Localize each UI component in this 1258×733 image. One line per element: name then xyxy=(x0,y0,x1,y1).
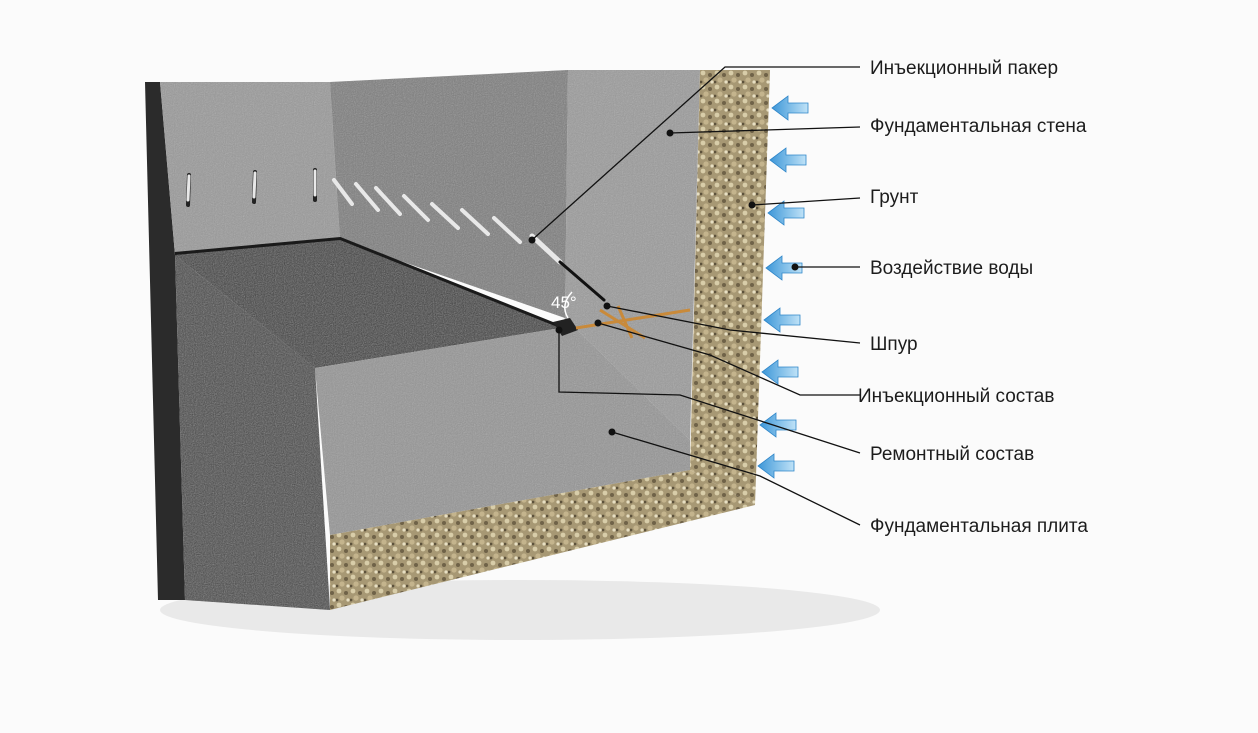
label-water-impact: Воздействие воды xyxy=(870,258,1034,279)
leader-dots xyxy=(528,129,799,436)
label-foundation-wall: Фундаментальная стена xyxy=(870,116,1087,137)
label-repair-compound: Ремонтный состав xyxy=(870,444,1035,465)
water-arrow-icon xyxy=(771,95,809,121)
middle-back-wall xyxy=(330,70,568,318)
water-arrow-icon xyxy=(757,453,795,479)
ground-gravel-bottom xyxy=(330,470,755,610)
ground-gravel-side xyxy=(690,70,770,505)
label-ground: Грунт xyxy=(870,187,919,208)
water-arrow-icon xyxy=(769,147,807,173)
angle-arc xyxy=(564,291,573,319)
left-back-wall xyxy=(160,82,340,255)
label-injection-compound: Инъекционный состав xyxy=(858,386,1055,407)
foundation-wall xyxy=(565,70,700,440)
water-arrows xyxy=(757,95,809,479)
slab-top xyxy=(175,240,560,368)
leader-foundation-wall xyxy=(669,126,861,134)
water-arrow-icon xyxy=(767,200,805,226)
water-arrow-icon xyxy=(765,255,803,281)
water-arrow-icon xyxy=(761,359,799,385)
injection-packers xyxy=(186,168,606,302)
leader-ground xyxy=(751,197,861,206)
leader-repair-compound xyxy=(558,330,861,454)
label-foundation-slab: Фундаментальная плита xyxy=(870,516,1088,537)
leader-borehole xyxy=(606,305,861,344)
leader-injection-packer xyxy=(531,66,860,241)
label-injection-packer: Инъекционный пакер xyxy=(870,58,1059,79)
label-borehole: Шпур xyxy=(870,334,918,355)
slab-front-face xyxy=(315,318,690,535)
leader-foundation-slab xyxy=(611,431,861,526)
water-arrow-icon xyxy=(759,412,797,438)
water-arrow-icon xyxy=(763,307,801,333)
angle-label: 45° xyxy=(551,293,577,312)
slab-left-face xyxy=(175,255,330,610)
left-wall-edge xyxy=(145,82,185,600)
leader-lines xyxy=(531,66,861,526)
leader-injection-compound xyxy=(597,322,860,396)
